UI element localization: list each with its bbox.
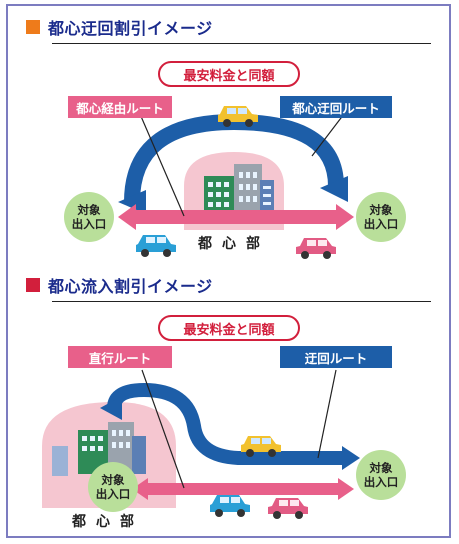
pointer-line-direct-2	[141, 369, 185, 489]
red-square-icon	[26, 278, 40, 292]
exit-label-line1: 対象	[77, 203, 101, 217]
section2-exit-center: 対象 出入口	[88, 462, 138, 512]
section2-heading: 都心流入割引イメージ	[26, 272, 213, 298]
exit-label-line1: 対象	[101, 473, 125, 487]
frame: 都心迂回割引イメージ	[6, 4, 451, 538]
exit-label-line2: 出入口	[363, 217, 399, 231]
section1-detour-route-label: 都心迂回ルート	[280, 96, 392, 118]
pointer-line-detour-2	[317, 369, 337, 459]
detour-arrow-left-2	[100, 396, 122, 420]
detour-arrow-right-1	[320, 176, 348, 202]
exit-label-line2: 出入口	[363, 475, 399, 489]
buildings-icon-1	[204, 164, 274, 216]
pointer-line-direct-1	[139, 113, 185, 217]
direct-arrow-left-1	[118, 204, 136, 230]
exit-label-line2: 出入口	[71, 217, 107, 231]
detour-arrow-right-2	[342, 446, 360, 470]
section2-direct-route-label: 直行ルート	[68, 346, 172, 368]
car-blue-icon-2	[210, 495, 250, 517]
section2-exit-right: 対象 出入口	[356, 450, 406, 500]
section1-rule	[52, 43, 431, 44]
direct-route-bar-1	[132, 210, 340, 224]
section1-exit-left: 対象 出入口	[64, 192, 114, 242]
detour-route-path-2	[107, 382, 346, 465]
section2-downtown-label: 都心部	[72, 514, 144, 530]
section1-exit-right: 対象 出入口	[356, 192, 406, 242]
section1-direct-route-label: 都心経由ルート	[68, 96, 172, 118]
section1-title: 都心迂回割引イメージ	[48, 19, 213, 38]
direct-arrow-right-1	[336, 204, 354, 230]
detour-arrow-left-1	[118, 190, 146, 214]
section1-heading: 都心迂回割引イメージ	[26, 14, 213, 40]
diagram-graphics	[42, 106, 360, 519]
direct-arrow-left-2	[132, 478, 148, 500]
car-pink-icon-1	[296, 238, 336, 259]
car-blue-icon-1	[136, 235, 176, 257]
direct-route-bar-2	[144, 483, 340, 495]
section1-price-pill: 最安料金と同額	[158, 61, 300, 87]
exit-label-line1: 対象	[369, 461, 393, 475]
car-yellow-icon-2	[241, 436, 281, 457]
orange-square-icon	[26, 20, 40, 34]
car-pink-icon-2	[268, 498, 308, 519]
exit-label-line2: 出入口	[95, 487, 131, 501]
exit-label-line1: 対象	[369, 203, 393, 217]
car-yellow-icon-1	[218, 106, 258, 127]
section2-price-pill: 最安料金と同額	[158, 315, 300, 341]
pointer-line-detour-1	[311, 113, 345, 157]
direct-arrow-right-2	[338, 478, 354, 500]
section2-title: 都心流入割引イメージ	[48, 277, 213, 296]
section2-rule	[52, 301, 431, 302]
section1-downtown-label: 都心部	[198, 236, 270, 252]
section2-detour-route-label: 迂回ルート	[280, 346, 392, 368]
